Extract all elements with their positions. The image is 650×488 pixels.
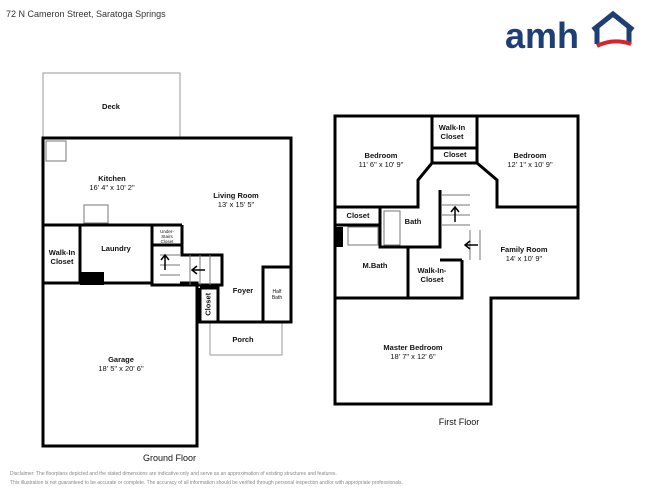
amh-logo: amh	[505, 8, 640, 56]
tub-icon	[383, 210, 401, 246]
stove-icon	[83, 204, 109, 224]
svg-text:amh: amh	[505, 15, 579, 52]
shower-icon	[347, 226, 379, 246]
disclaimer: Disclaimer: The floorplans depicted and …	[10, 470, 403, 487]
porch-outline	[209, 322, 283, 356]
room-foyer: Foyer	[232, 286, 254, 295]
property-address: 72 N Cameron Street, Saratoga Springs	[6, 9, 166, 19]
room-walk-in-closet-upper: Walk-In Closet	[438, 123, 466, 141]
room-walk-in-closet: Walk-In Closet	[48, 248, 76, 266]
room-bath: Bath	[404, 217, 422, 226]
garage-pillar	[80, 272, 104, 285]
room-closet-upper: Closet	[443, 150, 467, 159]
bath-walls	[335, 190, 442, 298]
halfbath-wall	[261, 265, 291, 322]
room-closet-left: Closet	[346, 211, 370, 220]
ground-floor-label: Ground Floor	[142, 453, 198, 464]
room-closet: Closet	[203, 292, 213, 316]
mbath-pillar	[335, 227, 343, 247]
left-bedroom-wall	[335, 162, 434, 209]
first-outer-wall	[333, 114, 580, 406]
room-walk-in-closet-master: Walk-In-Closet	[417, 266, 447, 284]
stairs-arrow-icon	[160, 253, 205, 275]
room-deck: Deck	[102, 102, 120, 111]
room-master-bath: M.Bath	[362, 261, 388, 270]
closet-wall	[198, 286, 220, 322]
fridge-icon	[45, 140, 67, 162]
right-bedroom-wall	[476, 161, 578, 209]
stairs-treads-first	[442, 194, 481, 260]
room-laundry: Laundry	[101, 244, 131, 253]
disclaimer-line-1: Disclaimer: The floorplans depicted and …	[10, 471, 337, 477]
ground-outer-wall	[41, 136, 293, 448]
closets-walls	[430, 116, 479, 165]
room-under-stairs-closet: Under-Stairs Closet	[160, 229, 174, 245]
room-porch: Porch	[232, 335, 254, 344]
stairs-arrow-icon-first	[450, 205, 478, 250]
garage-top-wall	[43, 281, 199, 322]
first-floor-label: First Floor	[438, 417, 480, 427]
stairs-treads-ground	[160, 254, 211, 285]
room-half-bath: Half Bath	[271, 289, 283, 301]
disclaimer-line-2: This illustration is not guaranteed to b…	[10, 479, 403, 486]
family-wall	[335, 258, 464, 300]
